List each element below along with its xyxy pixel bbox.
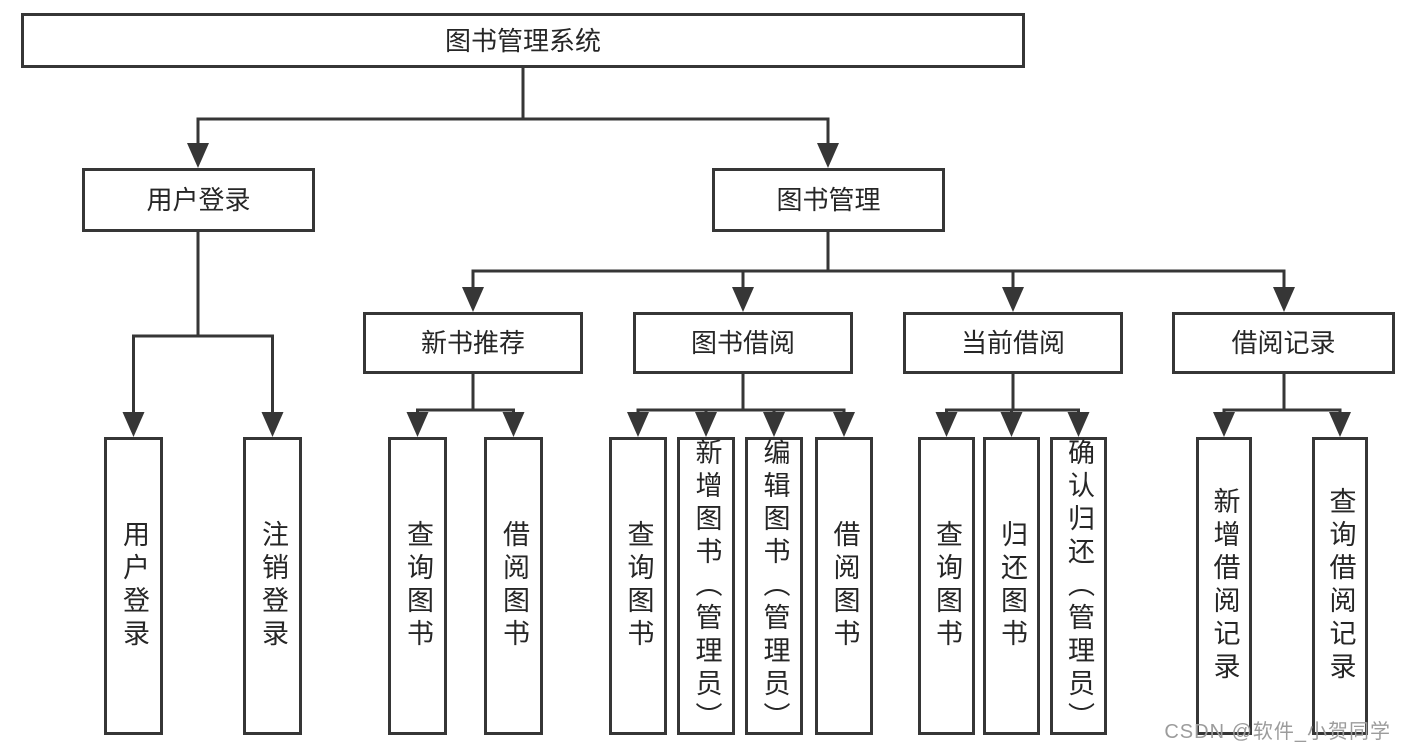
node-label: 图书管理 <box>776 185 881 215</box>
leaf-add-borrow-record: 新增借阅记录 <box>1196 437 1252 735</box>
connector-current-borrowing-to-leaves <box>935 374 1090 437</box>
node-book-management: 图书管理 <box>712 168 945 232</box>
connector-root-to-level2 <box>187 68 839 168</box>
node-label: 图书借阅 <box>690 328 795 358</box>
connector-book-management-to-level3 <box>462 232 1295 312</box>
node-label: 注销登录 <box>258 520 288 652</box>
leaf-borrow-books-recommend: 借阅图书 <box>484 437 543 735</box>
node-label: 借阅图书 <box>829 520 860 652</box>
connector-new-book-recommend-to-leaves <box>406 374 525 437</box>
node-label: 当前借阅 <box>960 328 1065 358</box>
node-user-login: 用户登录 <box>82 168 315 232</box>
node-label: 查询借阅记录 <box>1325 487 1356 685</box>
leaf-return-books: 归还图书 <box>983 437 1040 735</box>
node-label: 用户登录 <box>119 520 149 652</box>
leaf-confirm-return-admin: 确认归还（管理员） <box>1050 437 1107 735</box>
leaf-query-borrow-record: 查询借阅记录 <box>1312 437 1368 735</box>
node-label: 借阅图书 <box>499 520 529 652</box>
node-label: 查询图书 <box>623 520 654 652</box>
node-label: 借阅记录 <box>1231 328 1336 358</box>
node-label: 编辑图书（管理员） <box>759 437 790 735</box>
node-borrowing-records: 借阅记录 <box>1172 312 1395 374</box>
node-book-borrowing: 图书借阅 <box>633 312 853 374</box>
leaf-borrow-books-borrowing: 借阅图书 <box>815 437 873 735</box>
csdn-watermark: CSDN @软件_小贺同学 <box>1164 721 1391 743</box>
node-label: 新书推荐 <box>420 328 525 358</box>
leaf-edit-books-admin: 编辑图书（管理员） <box>745 437 803 735</box>
node-label: 用户登录 <box>146 185 251 215</box>
node-label: 查询图书 <box>403 520 433 652</box>
node-label: 新增借阅记录 <box>1209 487 1240 685</box>
node-current-borrowing: 当前借阅 <box>903 312 1123 374</box>
node-label: 新增图书（管理员） <box>691 437 722 735</box>
node-new-book-recommend: 新书推荐 <box>363 312 583 374</box>
leaf-add-books-admin: 新增图书（管理员） <box>677 437 735 735</box>
leaf-query-books-current: 查询图书 <box>918 437 975 735</box>
node-root-library-management-system: 图书管理系统 <box>21 13 1025 68</box>
leaf-user-login: 用户登录 <box>104 437 163 735</box>
node-label: 归还图书 <box>997 520 1027 652</box>
connector-book-borrowing-to-leaves <box>627 374 855 437</box>
connector-user-login-to-leaves <box>122 232 284 437</box>
node-label: 查询图书 <box>932 520 962 652</box>
connector-borrowing-records-to-leaves <box>1213 374 1351 437</box>
leaf-logout: 注销登录 <box>243 437 302 735</box>
node-label: 确认归还（管理员） <box>1064 437 1094 735</box>
leaf-query-books-borrowing: 查询图书 <box>609 437 667 735</box>
node-label: 图书管理系统 <box>444 25 601 56</box>
leaf-query-books-recommend: 查询图书 <box>388 437 447 735</box>
